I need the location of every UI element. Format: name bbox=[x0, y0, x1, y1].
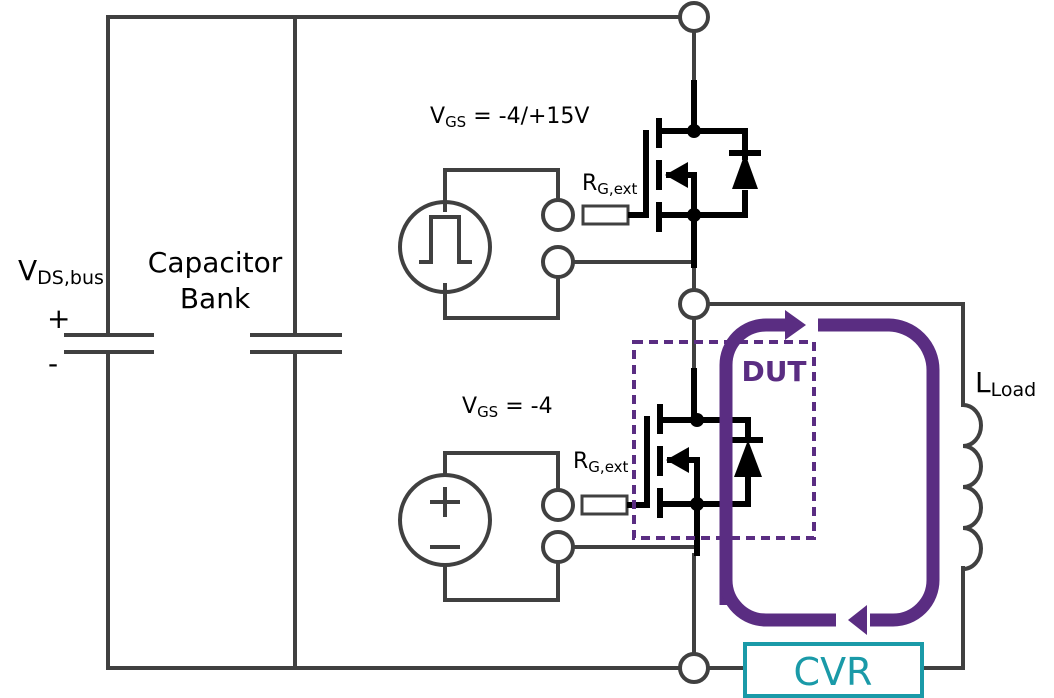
current-path-arrow-right-icon bbox=[785, 310, 806, 340]
cvr-resistor: CVR bbox=[743, 642, 924, 698]
capacitor-bank-label-line2: Bank bbox=[180, 282, 251, 315]
bus-minus-sign: - bbox=[48, 347, 58, 380]
low-side-source-terminal bbox=[541, 530, 575, 564]
load-bottom-wire bbox=[920, 566, 965, 670]
load-inductor bbox=[960, 402, 983, 572]
mid-terminal-node bbox=[678, 288, 710, 320]
high-side-body-diode-icon bbox=[732, 153, 758, 189]
bottom-terminal-node bbox=[678, 652, 710, 684]
high-side-rg-label: RG,ext bbox=[582, 171, 638, 198]
current-path-left-segment bbox=[719, 318, 790, 605]
top-rail-wire bbox=[106, 15, 682, 334]
high-side-gate-terminal bbox=[541, 198, 575, 232]
bottom-rail-wire bbox=[106, 350, 682, 670]
high-side-gate-driver bbox=[398, 168, 696, 320]
bus-wires bbox=[106, 15, 682, 670]
pulse-source-icon bbox=[398, 200, 492, 294]
pulse-waveform-icon bbox=[419, 215, 472, 264]
cvr-label: CVR bbox=[794, 650, 873, 694]
current-path-right-segment bbox=[818, 318, 940, 627]
load-inductor-label: LLoad bbox=[975, 366, 1036, 401]
top-terminal-node bbox=[678, 1, 710, 33]
bus-plus-sign: + bbox=[47, 302, 70, 335]
high-side-source-terminal bbox=[541, 245, 575, 279]
current-path-bottom-segment bbox=[719, 579, 836, 627]
low-side-rg-label: RG,ext bbox=[573, 449, 629, 476]
high-side-vgs-label: VGS = -4/+15V bbox=[430, 104, 589, 131]
low-side-gate-driver bbox=[398, 451, 696, 602]
low-side-body-diode-icon bbox=[734, 440, 762, 477]
capacitor-bank-symbol bbox=[250, 333, 342, 354]
bus-voltage-label: VDS,bus bbox=[18, 254, 104, 289]
current-path-arrow-left-icon bbox=[848, 605, 867, 635]
high-side-gate-resistor bbox=[581, 204, 630, 226]
dut-label: DUT bbox=[741, 355, 806, 388]
dc-source-icon bbox=[398, 473, 492, 567]
current-path-loop bbox=[719, 310, 940, 635]
load-top-wire bbox=[706, 302, 965, 407]
low-side-gate-resistor bbox=[580, 494, 629, 516]
bus-capacitor bbox=[64, 333, 154, 354]
high-side-mosfet bbox=[628, 80, 761, 268]
capacitor-bank-label-line1: Capacitor bbox=[148, 246, 283, 279]
low-side-mosfet bbox=[627, 368, 763, 556]
low-side-vgs-label: VGS = -4 bbox=[462, 394, 553, 421]
low-side-gate-terminal bbox=[541, 488, 575, 522]
